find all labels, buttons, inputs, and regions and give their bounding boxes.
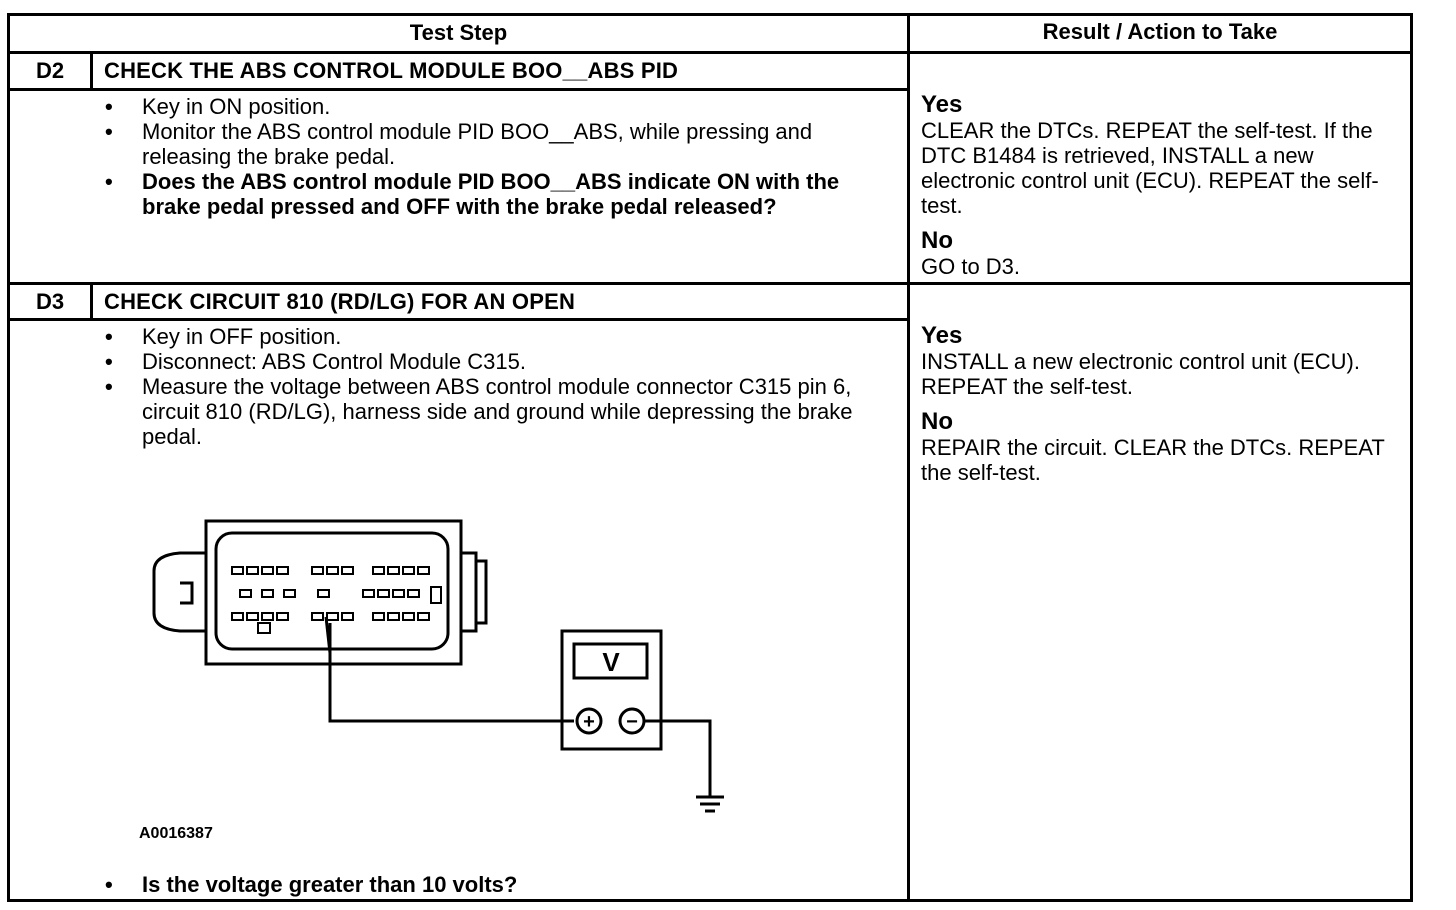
d2-step-question: Does the ABS control module PID BOO__ABS… (102, 169, 892, 219)
row-separator (7, 282, 1413, 285)
d3-step-list: Key in OFF position. Disconnect: ABS Con… (102, 324, 892, 449)
step-title-d3: CHECK CIRCUIT 810 (RD/LG) FOR AN OPEN (104, 289, 576, 314)
header-result-action: Result / Action to Take (1042, 19, 1278, 44)
pin-cavities (231, 566, 442, 634)
ground-lead (644, 719, 712, 797)
table-bottom-border (7, 899, 1413, 902)
minus-symbol: − (626, 711, 638, 733)
c315-voltage-test-diagram: V + − (152, 519, 724, 813)
d3-step-2: Disconnect: ABS Control Module C315. (102, 349, 892, 374)
header-test-step: Test Step (409, 20, 508, 45)
voltmeter-body (560, 629, 663, 751)
table-left-border (7, 13, 10, 902)
d2-yes-text: CLEAR the DTCs. REPEAT the self-test. If… (921, 118, 1379, 218)
voltmeter-label: V (602, 647, 620, 677)
d3-question-list: Is the voltage greater than 10 volts? (102, 872, 892, 897)
connector-shroud (214, 531, 450, 651)
connector-housing (204, 519, 463, 666)
figure-code: A0016387 (139, 825, 213, 842)
voltmeter-display (572, 642, 649, 680)
d2-no-text: GO to D3. (921, 254, 1021, 279)
positive-terminal (575, 707, 603, 735)
d3-title-bottom-border (7, 318, 910, 321)
positive-lead (328, 623, 574, 723)
ground-symbol (696, 795, 724, 813)
d3-step-3: Measure the voltage between ABS control … (102, 374, 892, 449)
d2-code-divider (90, 51, 93, 91)
d2-no-label: No (921, 227, 953, 254)
step-code-d3: D3 (35, 289, 65, 314)
step-code-d2: D2 (35, 58, 65, 83)
d3-step-1: Key in OFF position. (102, 324, 892, 349)
d2-yes-label: Yes (921, 91, 963, 118)
d3-yes-label: Yes (921, 322, 963, 349)
d2-title-bottom-border (7, 88, 910, 91)
d3-yes-text: INSTALL a new electronic control unit (E… (921, 349, 1360, 399)
d2-step-list: Key in ON position. Monitor the ABS cont… (102, 94, 892, 219)
table-top-border (7, 13, 1413, 16)
plus-symbol: + (583, 711, 595, 733)
d3-step-question: Is the voltage greater than 10 volts? (102, 872, 892, 897)
d2-result: Yes CLEAR the DTCs. REPEAT the self-test… (921, 91, 1409, 280)
d3-no-label: No (921, 408, 953, 435)
d3-code-divider (90, 282, 93, 321)
step-title-d2: CHECK THE ABS CONTROL MODULE BOO__ABS PI… (104, 58, 679, 83)
connector-right-rib (461, 551, 488, 633)
connector-lock-tab (152, 551, 206, 633)
d3-no-text: REPAIR the circuit. CLEAR the DTCs. REPE… (921, 435, 1385, 485)
d3-result: Yes INSTALL a new electronic control uni… (921, 322, 1409, 486)
d2-step-1: Key in ON position. (102, 94, 892, 119)
table-right-border (1410, 13, 1413, 902)
d2-step-2: Monitor the ABS control module PID BOO__… (102, 119, 892, 169)
header-bottom-border (7, 51, 1413, 54)
column-divider (907, 13, 910, 902)
